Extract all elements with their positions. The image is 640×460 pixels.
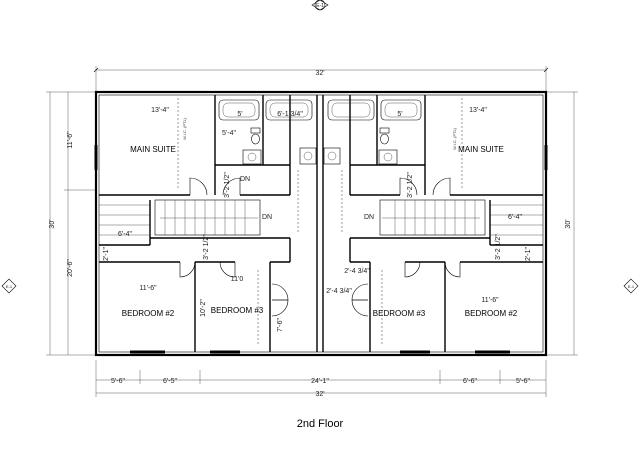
drawing-caption: 2nd Floor [296, 418, 344, 430]
sink-mid-left [299, 147, 317, 165]
dim-2-1-a: 2'-1" [103, 247, 110, 261]
sink-mid-right [323, 147, 341, 165]
dimension-top: 32' [93, 66, 549, 92]
dim-11-6-b: 11'-6" [481, 297, 499, 304]
room-main-suite-left: MAIN SUITE [130, 145, 176, 154]
left-upper-dim: 11'-6" [67, 131, 74, 149]
note-dn-left: DN [262, 214, 272, 221]
bathtub-mid-right [327, 99, 375, 121]
bathtub-mid-left [265, 99, 313, 121]
left-depth-dim: 30' [49, 219, 56, 228]
marker-left-text: E-1 [6, 284, 13, 289]
dim-3-2-c: 3'-2 1/2" [203, 234, 210, 260]
dim-2-4-b: 2'-4 3/4" [326, 288, 352, 295]
section-marker-top: E-1 [311, 0, 329, 11]
marker-right-text: E-1 [628, 284, 635, 289]
room-main-suite-right: MAIN SUITE [458, 145, 504, 154]
dim-11-0: 11'0 [231, 276, 244, 283]
room-bedroom2-left: BEDROOM #2 [122, 309, 175, 318]
bottom-seg-2: 6'-5" [163, 378, 177, 385]
dim-5-4: 5'-4" [222, 130, 236, 137]
room-bedroom3-right: BEDROOM #3 [373, 309, 426, 318]
interior-walls-right [349, 95, 543, 352]
sink-right [378, 149, 398, 165]
party-wall [316, 95, 324, 352]
exterior-walls [94, 90, 548, 357]
marker-top-text: E-1 [316, 3, 324, 9]
dim-7-6: 7'-6" [277, 318, 284, 332]
toilet-left [250, 127, 261, 145]
room-bedroom3-left: BEDROOM #3 [211, 306, 264, 315]
note-wic-right: W.I.C. (PTL) [452, 127, 457, 150]
dim-bath-mid: 6'-1 3/4" [277, 111, 303, 118]
dim-3-2-d: 3'-2 1/2" [495, 234, 502, 260]
dim-bath-left: 5' [237, 111, 242, 118]
dimension-left: 30' 11'-6" 20'-6" [46, 91, 96, 356]
bathtub-left [218, 99, 260, 121]
dim-2-1-b: 2'-1" [525, 247, 532, 261]
sink-left [242, 149, 262, 165]
dim-2-4-a: 2'-4 3/4" [344, 268, 370, 275]
bottom-seg-1: 5'-6" [111, 378, 125, 385]
interior-walls-left [99, 95, 291, 352]
dim-6-4-a: 6'-4" [118, 231, 132, 238]
note-dn-right: DN [364, 214, 374, 221]
top-width-dim: 32' [315, 70, 324, 77]
dim-suite-left: 13'-4" [151, 107, 169, 114]
right-depth-dim: 30' [565, 219, 572, 228]
stairs-right [379, 199, 543, 236]
bottom-seg-3: 24'-1" [311, 378, 329, 385]
section-marker-left: E-1 [1, 278, 17, 294]
dimension-right: 30' [546, 91, 578, 356]
left-lower-dim: 20'-6" [67, 259, 74, 277]
stairs-left [99, 199, 261, 236]
doors [179, 177, 461, 317]
dim-3-2-b: 3'-2 1/2" [407, 172, 414, 198]
closet-shelves [177, 98, 463, 345]
dim-3-2-a: 3'-2 1/2" [224, 172, 231, 198]
section-marker-right: E-1 [623, 278, 639, 294]
dimension-bottom: 5'-6" 6'-5" 24'-1" 6'-6" 5'-6" 32' [95, 360, 547, 398]
note-dn-mid: DN [240, 176, 250, 183]
room-bedroom2-right: BEDROOM #2 [465, 309, 518, 318]
note-wic-left: W.I.C. (PTL) [182, 117, 187, 140]
bottom-width-dim: 32' [315, 391, 324, 398]
dim-suite-right: 13'-4" [469, 107, 487, 114]
dim-11-6-a: 11'-6" [139, 285, 157, 292]
bottom-seg-5: 5'-6" [516, 378, 530, 385]
bottom-seg-4: 6'-6" [463, 378, 477, 385]
dim-10-2: 10'-2" [200, 299, 207, 317]
bathtub-right [380, 99, 422, 121]
dim-bath-right: 5' [397, 111, 402, 118]
toilet-right [379, 127, 390, 145]
windows [94, 145, 548, 354]
dim-6-4-b: 6'-4" [508, 214, 522, 221]
